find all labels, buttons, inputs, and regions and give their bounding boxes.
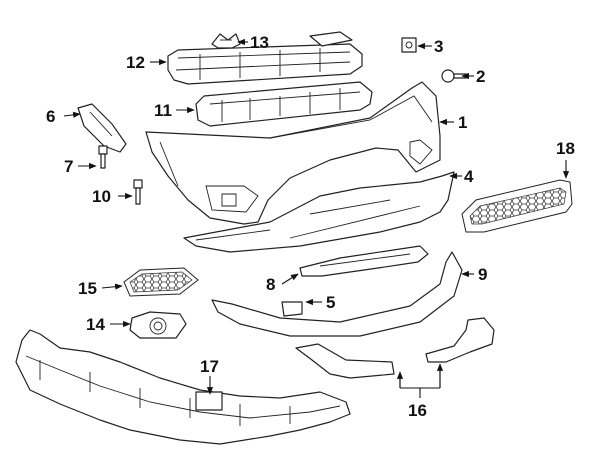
callout-1: 1 (458, 113, 467, 132)
callout-12: 12 (126, 53, 145, 72)
part-bracket-16-left (295, 343, 395, 379)
callout-13: 13 (250, 33, 269, 52)
callout-14: 14 (86, 315, 105, 334)
part-lower-panel-4 (183, 171, 455, 253)
callout-6: 6 (46, 107, 55, 126)
leader-lines (63, 38, 570, 398)
part-skid-plate-8 (299, 245, 429, 277)
part-clip-3 (401, 37, 417, 53)
part-trim-9 (211, 251, 463, 337)
part-bracket-5 (281, 301, 303, 317)
part-grille-15 (123, 267, 199, 297)
part-bumper-cover-1 (145, 81, 441, 225)
callout-2: 2 (476, 67, 485, 86)
part-air-dam-17 (15, 329, 351, 445)
callout-11: 11 (154, 101, 172, 120)
part-bolt-7 (98, 145, 108, 169)
callout-16: 16 (408, 401, 427, 420)
callout-4: 4 (464, 167, 474, 186)
callout-10: 10 (92, 187, 111, 206)
callout-9: 9 (478, 265, 487, 284)
part-impact-bar-12 (167, 31, 363, 85)
part-bracket-13 (211, 33, 241, 49)
part-grille-18 (461, 179, 573, 233)
callout-3: 3 (434, 37, 443, 56)
callout-17: 17 (200, 357, 219, 376)
part-bracket-6 (77, 103, 127, 153)
part-fog-bezel-14 (129, 311, 187, 339)
callout-15: 15 (78, 279, 97, 298)
part-absorber-11 (195, 81, 373, 127)
part-bracket-16-right (425, 317, 495, 363)
callout-7: 7 (64, 157, 73, 176)
part-bolt-10 (133, 179, 143, 205)
callout-8: 8 (266, 275, 275, 294)
callout-5: 5 (326, 293, 335, 312)
callouts: 1 2 3 4 5 6 7 8 9 10 11 12 13 14 15 16 1… (46, 33, 575, 420)
callout-18: 18 (556, 139, 575, 158)
